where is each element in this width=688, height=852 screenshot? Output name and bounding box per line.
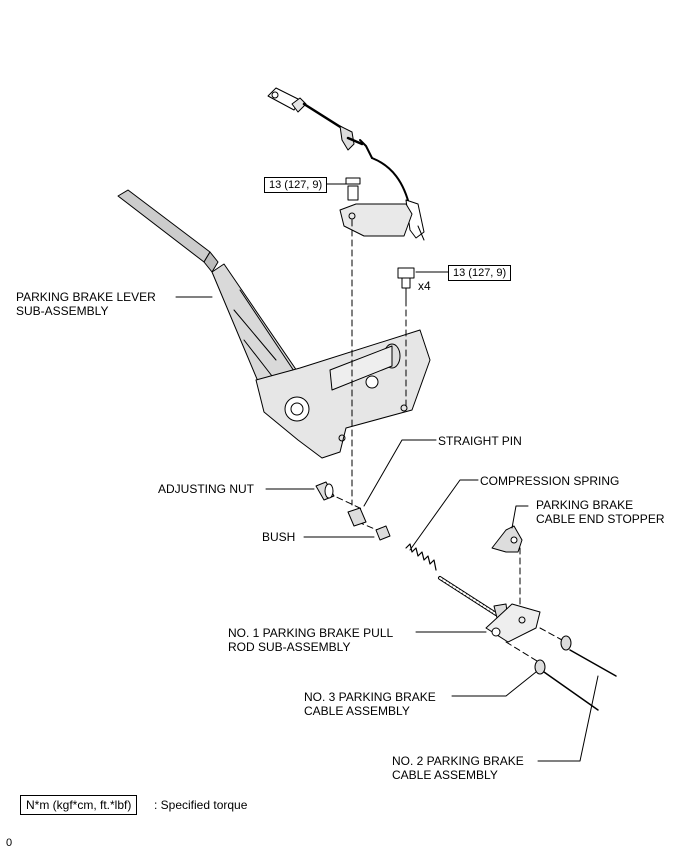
cable-end-stopper — [491, 525, 523, 553]
parking-brake-lever — [117, 189, 431, 459]
label-cable-end-stopper-line2: CABLE END STOPPER — [536, 512, 665, 526]
label-compression-spring: COMPRESSION SPRING — [480, 474, 620, 488]
label-adjusting-nut: ADJUSTING NUT — [158, 482, 254, 496]
label-no3-cable-line2: CABLE ASSEMBLY — [304, 704, 410, 718]
torque-spec-top: 13 (127, 9) — [264, 177, 328, 193]
bolt-quantity: x4 — [418, 279, 431, 293]
label-pull-rod-line1: NO. 1 PARKING BRAKE PULL — [228, 626, 394, 640]
label-straight-pin: STRAIGHT PIN — [438, 434, 522, 448]
alignment-lines — [327, 219, 563, 665]
label-cable-end-stopper-line1: PARKING BRAKE — [536, 498, 634, 512]
label-parking-brake-lever-line1: PARKING BRAKE LEVER — [16, 290, 156, 304]
corner-mark: 0 — [6, 837, 13, 849]
cable-bracket — [339, 177, 413, 237]
leader-lines — [175, 183, 599, 762]
label-no2-cable-line2: CABLE ASSEMBLY — [392, 768, 498, 782]
upper-cable-end — [267, 87, 425, 241]
straight-pin — [347, 507, 367, 527]
adjusting-nut — [315, 481, 335, 501]
label-bush: BUSH — [262, 530, 296, 544]
label-no3-cable-line1: NO. 3 PARKING BRAKE — [304, 690, 436, 704]
compression-spring — [405, 543, 437, 571]
bush — [375, 525, 391, 541]
label-parking-brake-lever-line2: SUB-ASSEMBLY — [16, 304, 109, 318]
legend-torque-text: : Specified torque — [154, 798, 248, 812]
no3-cable — [534, 659, 599, 711]
label-pull-rod-line2: ROD SUB-ASSEMBLY — [228, 640, 351, 654]
torque-spec-right: 13 (127, 9) — [448, 265, 512, 281]
no2-cable — [560, 635, 617, 677]
bolt-x4 — [397, 267, 415, 301]
pull-rod — [438, 576, 541, 643]
label-no2-cable-line1: NO. 2 PARKING BRAKE — [392, 754, 524, 768]
legend-torque-box: N*m (kgf*cm, ft.*lbf) — [20, 795, 138, 815]
